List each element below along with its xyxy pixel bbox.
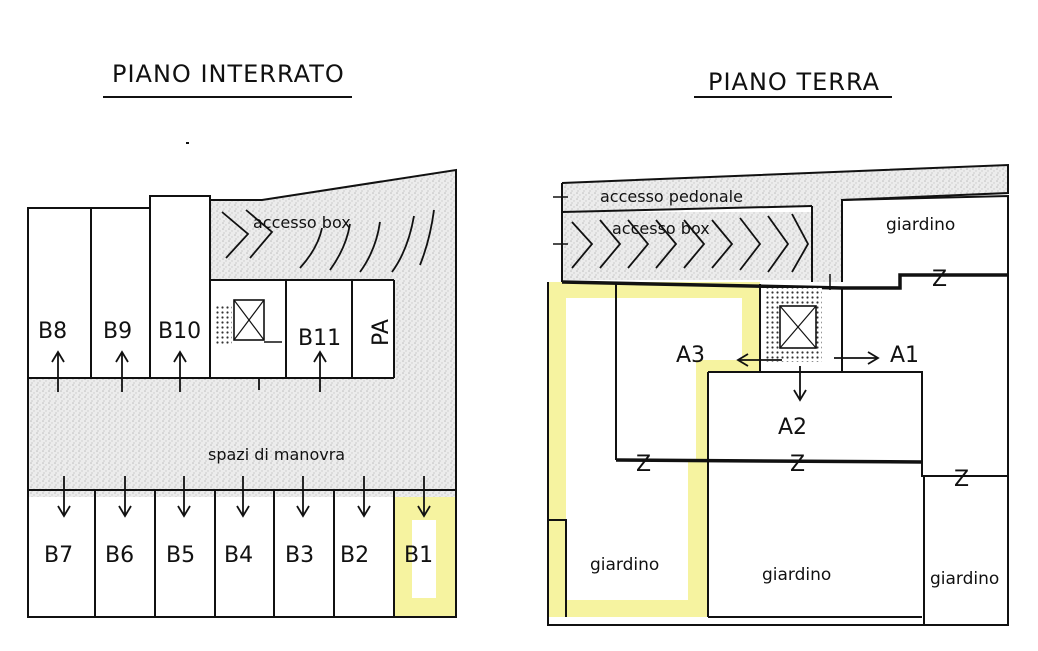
basement-shaded-area [28, 170, 456, 497]
basement-access-label: accesso box [253, 213, 351, 232]
box-b11-label: B11 [298, 326, 341, 351]
z-mark-2: Z [636, 452, 651, 477]
garden-label-a1: giardino [930, 569, 999, 589]
box-b2-label: B2 [340, 543, 369, 568]
unit-a1-label: A1 [890, 343, 919, 368]
box-b10-label: B10 [158, 319, 201, 344]
basement-plan: accesso box spazi di manovra B8 B9 B10 B… [27, 168, 457, 618]
box-b7-label: B7 [44, 543, 73, 568]
basement-title: PIANO INTERRATO [103, 60, 352, 98]
box-b4-label: B4 [224, 543, 253, 568]
basement-title-text: PIANO INTERRATO [112, 60, 345, 88]
z-mark-3: Z [790, 452, 805, 477]
box-b5-label: B5 [166, 543, 195, 568]
garden-label-a3: giardino [590, 555, 659, 575]
pedestrian-access-area [562, 165, 1008, 282]
unit-a3-label: A3 [676, 343, 705, 368]
ground-title: PIANO TERRA [694, 68, 892, 98]
pedestrian-access-label: accesso pedonale [600, 187, 743, 206]
box-b6-label: B6 [105, 543, 134, 568]
ground-box-access-label: accesso box [612, 219, 710, 238]
garden-label-a2: giardino [762, 565, 831, 585]
ground-plan: accesso pedonale accesso box A1 A2 A3 gi… [547, 163, 1009, 626]
garden-label-top: giardino [886, 215, 955, 235]
box-b8-label: B8 [38, 319, 67, 344]
box-b1-label: B1 [404, 543, 433, 568]
box-b3-label: B3 [285, 543, 314, 568]
z-mark-4: Z [954, 467, 969, 492]
unit-a2-label: A2 [778, 415, 807, 440]
pa-label: PA [369, 319, 394, 346]
box-b9-label: B9 [103, 319, 132, 344]
z-mark-1: Z [932, 267, 947, 292]
ground-title-text: PIANO TERRA [708, 68, 880, 96]
maneuver-area-label: spazi di manovra [208, 445, 345, 464]
